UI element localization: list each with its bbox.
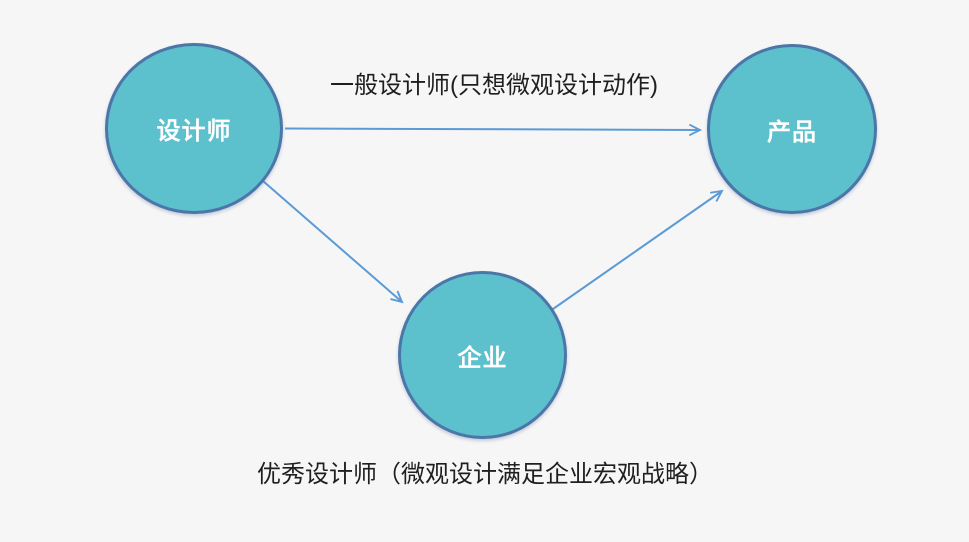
node-designer: 设计师 (105, 43, 283, 214)
node-product: 产品 (707, 44, 877, 214)
node-enterprise-label: 企业 (457, 344, 508, 372)
edge-designer-product (284, 124, 703, 136)
node-designer-label: 设计师 (156, 118, 232, 145)
edge-label-general-designer: 一般设计师(只想微观设计动作) (330, 72, 658, 99)
caption-excellent-designer: 优秀设计师（微观设计满足企业宏观战略） (257, 461, 713, 488)
edge-enterprise-product (552, 189, 724, 310)
node-product-label: 产品 (767, 118, 817, 146)
node-enterprise: 企业 (398, 271, 567, 439)
edge-designer-enterprise (262, 180, 404, 304)
